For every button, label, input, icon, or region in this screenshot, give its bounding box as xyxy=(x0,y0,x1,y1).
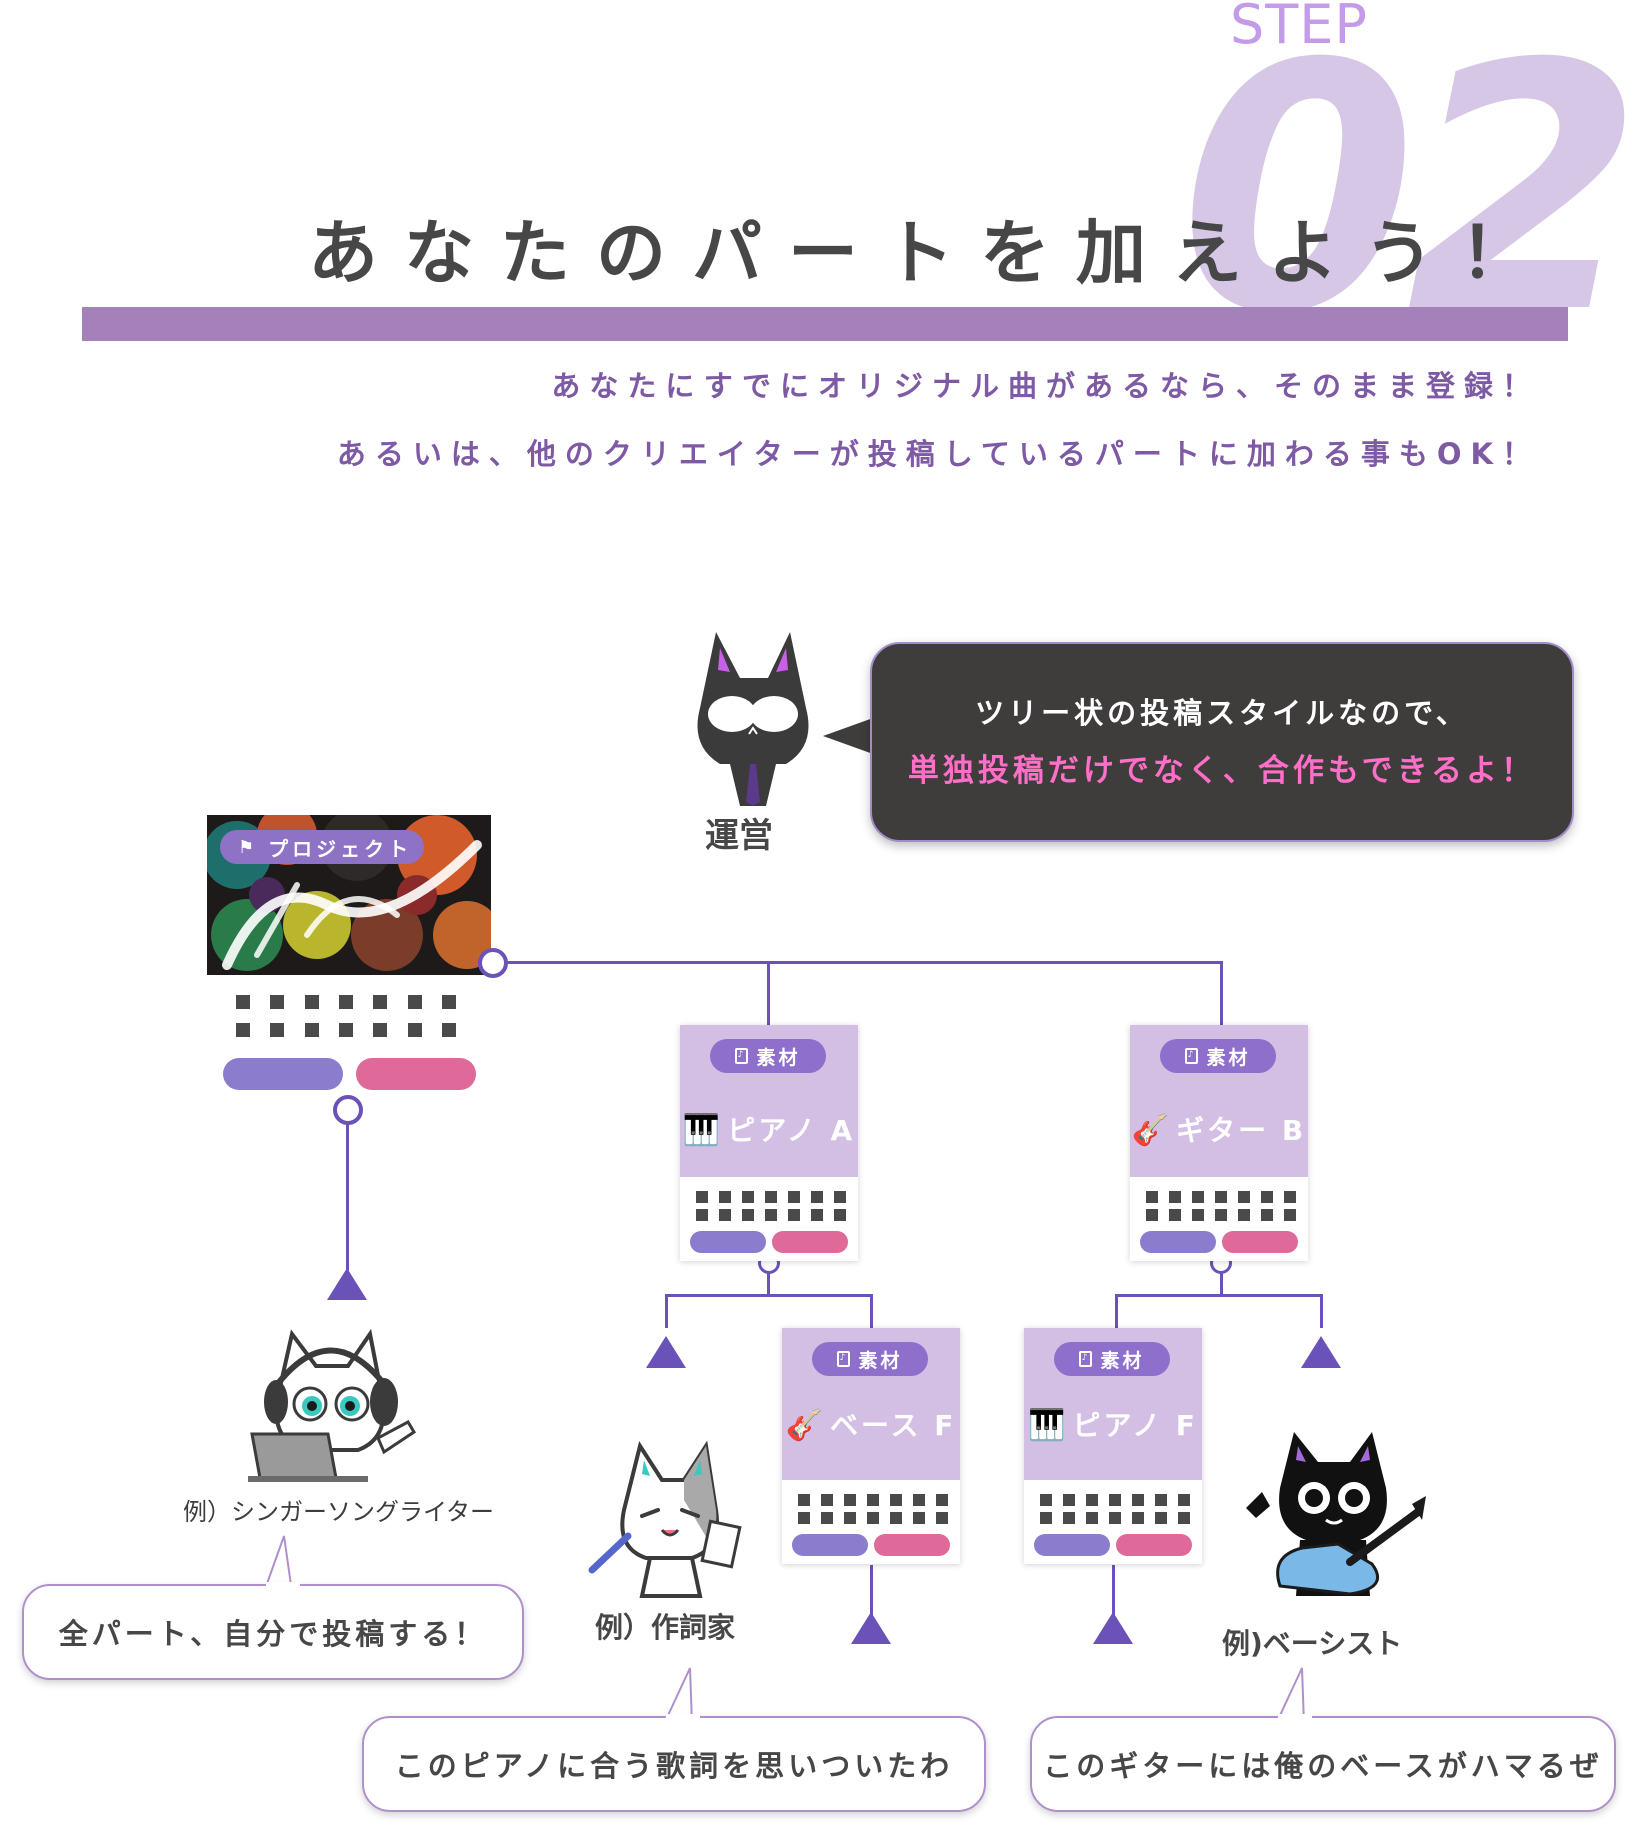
subtitle-line-2: あるいは、他のクリエイターが投稿しているパートに加わる事もOK！ xyxy=(336,437,1540,471)
tree-branch xyxy=(1320,1294,1323,1328)
tree-branch xyxy=(870,1294,873,1328)
music-file-icon: ♪ xyxy=(735,1048,749,1064)
tree-branch-guitar-b xyxy=(1220,961,1223,1027)
tag-pink xyxy=(1116,1534,1192,1556)
branch-end-singer xyxy=(327,1268,367,1300)
material-badge-label: 素材 xyxy=(1206,1046,1251,1069)
tag-purple xyxy=(792,1534,868,1556)
placeholder-row xyxy=(1146,1209,1296,1221)
title-underline xyxy=(82,307,1568,341)
branch-end-bass-f xyxy=(851,1612,891,1644)
material-name: 🎸ベース F xyxy=(782,1404,960,1444)
branch-end-lyricist xyxy=(646,1336,686,1368)
material-name-label: ギター B xyxy=(1176,1114,1307,1147)
tree-branch-singer xyxy=(346,1124,349,1272)
material-card-piano-a[interactable]: ♪ 素材 🎹ピアノ A xyxy=(680,1025,858,1261)
bassist-bubble-tail xyxy=(1275,1667,1305,1725)
bubble-tail-join xyxy=(666,1714,700,1720)
bassist-speech-bubble: このギターには俺のベースがハマるぜ xyxy=(1030,1716,1616,1812)
material-badge-label: 素材 xyxy=(1100,1349,1145,1372)
material-card-guitar-b[interactable]: ♪ 素材 🎸ギター B xyxy=(1130,1025,1308,1261)
example-singer-label: 例）シンガーソングライター xyxy=(183,1498,495,1526)
tree-branch xyxy=(1115,1294,1118,1328)
branch-end-piano-f xyxy=(1093,1612,1133,1644)
bassist-cat-mascot xyxy=(1246,1432,1426,1596)
music-file-icon: ♪ xyxy=(1185,1048,1199,1064)
singer-speech-bubble: 全パート、自分で投稿する！ xyxy=(22,1584,524,1680)
lyricist-speech-bubble: このピアノに合う歌詞を思いついたわ xyxy=(362,1716,986,1812)
speech-bubble-tail xyxy=(823,718,873,754)
placeholder-row xyxy=(696,1191,846,1203)
placeholder-row xyxy=(696,1209,846,1221)
material-card-piano-f[interactable]: ♪ 素材 🎹ピアノ F xyxy=(1024,1328,1202,1564)
project-tag-pink xyxy=(356,1058,476,1090)
project-badge-label: プロジェクト xyxy=(268,836,413,861)
operator-cat-mascot xyxy=(697,632,809,806)
tag-pink xyxy=(1222,1231,1298,1253)
material-badge: ♪ 素材 xyxy=(812,1342,928,1376)
tree-branch xyxy=(665,1294,873,1297)
tree-branch xyxy=(1115,1294,1323,1297)
placeholder-row xyxy=(1040,1512,1190,1524)
project-badge: ⚑ プロジェクト xyxy=(220,830,424,864)
tag-pink xyxy=(874,1534,950,1556)
material-badge: ♪ 素材 xyxy=(1160,1039,1276,1073)
material-name: 🎹ピアノ F xyxy=(1024,1404,1202,1444)
tag-pink xyxy=(772,1231,848,1253)
guitar-icon: 🎸 xyxy=(785,1408,826,1443)
example-lyricist-label: 例）作詞家 xyxy=(595,1611,736,1644)
singer-bubble-tail xyxy=(263,1535,293,1593)
guitar-icon: 🎸 xyxy=(1131,1113,1173,1148)
tree-branch xyxy=(870,1565,873,1621)
flag-icon: ⚑ xyxy=(238,836,259,858)
placeholder-row xyxy=(798,1494,948,1506)
tag-purple xyxy=(1140,1231,1216,1253)
material-name: 🎹ピアノ A xyxy=(680,1109,858,1149)
example-bassist-label: 例)ベーシスト xyxy=(1222,1627,1403,1660)
tree-branch-main xyxy=(493,961,1223,964)
tree-branch xyxy=(1220,1272,1223,1296)
project-node-bottom[interactable] xyxy=(333,1095,363,1125)
lyricist-cat-mascot xyxy=(588,1440,742,1598)
bubble-tail-join xyxy=(266,1582,300,1588)
material-name-label: ベース F xyxy=(829,1409,957,1442)
step-number: 02 xyxy=(1180,0,1643,388)
tag-purple xyxy=(690,1231,766,1253)
tag-purple xyxy=(1034,1534,1110,1556)
project-placeholder-row-1 xyxy=(236,995,456,1009)
operator-bubble-line-1: ツリー状の投稿スタイルなので、 xyxy=(975,696,1469,730)
singer-cat-mascot xyxy=(248,1328,417,1482)
operator-label: 運営 xyxy=(705,816,773,856)
material-badge-label: 素材 xyxy=(756,1046,801,1069)
piano-icon: 🎹 xyxy=(1028,1408,1069,1443)
tree-branch xyxy=(665,1294,668,1328)
placeholder-row xyxy=(1040,1494,1190,1506)
lyricist-bubble-tail xyxy=(663,1667,693,1725)
placeholder-row xyxy=(798,1512,948,1524)
operator-speech-bubble xyxy=(870,642,1574,842)
project-placeholder-row-2 xyxy=(236,1023,456,1037)
material-card-bass-f[interactable]: ♪ 素材 🎸ベース F xyxy=(782,1328,960,1564)
branch-end-right xyxy=(1301,1336,1341,1368)
music-file-icon: ♪ xyxy=(837,1351,851,1367)
tree-branch xyxy=(767,1272,770,1296)
material-badge: ♪ 素材 xyxy=(1054,1342,1170,1376)
project-node-right[interactable] xyxy=(478,948,508,978)
material-name-label: ピアノ A xyxy=(727,1114,856,1147)
tree-branch xyxy=(1112,1565,1115,1621)
project-tag-purple xyxy=(223,1058,343,1090)
operator-bubble-line-2: 単独投稿だけでなく、合作もできるよ！ xyxy=(907,753,1537,789)
placeholder-row xyxy=(1146,1191,1296,1203)
subtitle-line-1: あなたにすでにオリジナル曲があるなら、そのまま登録！ xyxy=(551,369,1540,403)
step-label: STEP xyxy=(1230,0,1368,56)
tree-branch-piano-a xyxy=(767,961,770,1027)
material-name: 🎸ギター B xyxy=(1130,1109,1308,1149)
material-badge: ♪ 素材 xyxy=(710,1039,826,1073)
piano-icon: 🎹 xyxy=(682,1113,724,1148)
bubble-tail-join xyxy=(1278,1714,1312,1720)
music-file-icon: ♪ xyxy=(1079,1351,1093,1367)
material-badge-label: 素材 xyxy=(858,1349,903,1372)
material-name-label: ピアノ F xyxy=(1072,1409,1198,1442)
page-title: あなたのパートを加えよう！ xyxy=(308,212,1556,294)
